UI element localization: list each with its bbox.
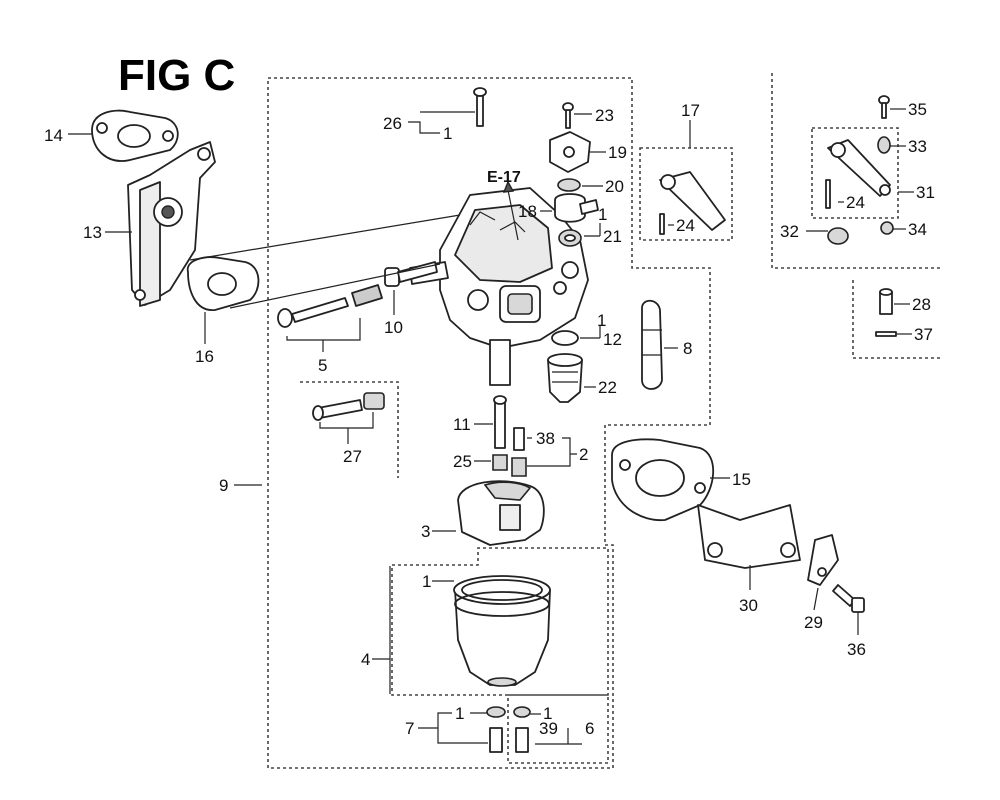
callout-30: 30	[739, 596, 758, 615]
cover-19	[549, 131, 591, 173]
callout-26: 26	[383, 114, 402, 133]
callout-10: 10	[384, 318, 403, 337]
pilot-screw-box	[300, 381, 399, 478]
nut-34	[880, 221, 894, 235]
callout-1-c: 1	[597, 311, 606, 330]
callout-1-e: 1	[455, 704, 464, 723]
callout-9: 9	[219, 476, 228, 495]
callout-22: 22	[598, 378, 617, 397]
callout-18: 18	[518, 202, 537, 221]
gasket-15	[611, 438, 715, 521]
small-parts-box	[852, 280, 940, 359]
carburetor-body	[409, 187, 589, 386]
callout-3: 3	[421, 522, 430, 541]
callout-33: 33	[908, 137, 927, 156]
jet-11	[493, 395, 507, 449]
callout-4: 4	[361, 650, 370, 669]
mounting-bracket	[127, 141, 216, 307]
throttle-lever-17	[659, 171, 726, 235]
callout-15: 15	[732, 470, 751, 489]
float-chamber-box	[391, 547, 609, 696]
drain-screw-box	[507, 694, 609, 764]
callout-11: 11	[453, 415, 471, 434]
callout-32: 32	[780, 222, 799, 241]
lever-set-box	[771, 73, 940, 269]
figure-title: FIG C	[118, 51, 235, 100]
screw-35	[878, 95, 890, 119]
bolt-36	[832, 584, 865, 613]
callout-23: 23	[595, 106, 614, 125]
callout-39: 39	[539, 719, 558, 738]
link-lever-31	[825, 139, 891, 209]
jet-38	[511, 427, 527, 477]
callout-13: 13	[83, 223, 102, 242]
oring-12	[551, 330, 579, 346]
callout-29: 29	[804, 613, 823, 632]
group-boxes	[267, 73, 940, 769]
callout-8: 8	[683, 339, 692, 358]
callout-14: 14	[44, 126, 63, 145]
callout-20: 20	[605, 177, 624, 196]
spring-33	[877, 136, 891, 154]
callout-1-f: 1	[543, 704, 552, 723]
screw-26	[473, 87, 487, 127]
pin-37	[875, 331, 897, 337]
callout-31: 31	[916, 183, 935, 202]
throttle-lever-box	[639, 147, 733, 241]
callout-1-a: 1	[443, 124, 452, 143]
callout-25: 25	[453, 452, 472, 471]
callout-12: 12	[603, 330, 622, 349]
callout-36: 36	[847, 640, 866, 659]
float-chamber-4	[453, 575, 551, 687]
callout-24-a: 24	[676, 216, 695, 235]
callout-27: 27	[343, 447, 362, 466]
pilot-screw-27	[312, 392, 385, 421]
spring-32	[827, 227, 849, 245]
callout-1-d: 1	[422, 572, 431, 591]
bracket-29	[807, 534, 839, 586]
callout-38: 38	[536, 429, 555, 448]
callout-16: 16	[195, 347, 214, 366]
callout-6: 6	[585, 719, 594, 738]
leader-lines	[68, 108, 914, 745]
callout-24-b: 24	[846, 193, 865, 212]
valve-22	[547, 353, 583, 403]
callout-1-b: 1	[598, 205, 607, 224]
callout-5: 5	[318, 356, 327, 375]
collar-28	[879, 288, 893, 315]
link-lever-box	[811, 127, 899, 219]
washer-20	[557, 178, 581, 192]
gasket-8	[641, 299, 663, 390]
carburetor-assembly-box	[267, 77, 711, 769]
jet-25	[492, 454, 508, 471]
callout-7: 7	[405, 719, 414, 738]
callout-2: 2	[579, 445, 588, 464]
solenoid-18	[554, 193, 599, 223]
reference-e17: E-17	[487, 169, 521, 186]
callout-34: 34	[908, 220, 927, 239]
screw-23	[562, 102, 574, 129]
pilot-screw-assembly	[277, 284, 383, 328]
insulator	[186, 256, 260, 311]
callout-28: 28	[912, 295, 931, 314]
callout-19: 19	[608, 143, 627, 162]
carburetor-gasket	[91, 109, 179, 162]
callout-21: 21	[603, 227, 622, 246]
float-3	[457, 480, 545, 546]
callout-17: 17	[681, 101, 700, 120]
callout-labels: 14 13 16 9 5 10 27 26 1 23 19 20 18 1 21…	[44, 100, 935, 738]
bolt-7	[486, 706, 506, 753]
drain-screw-39	[513, 706, 531, 753]
oring-21	[558, 229, 582, 247]
callout-37: 37	[914, 325, 933, 344]
plate-30	[697, 504, 801, 569]
callout-35: 35	[908, 100, 927, 119]
